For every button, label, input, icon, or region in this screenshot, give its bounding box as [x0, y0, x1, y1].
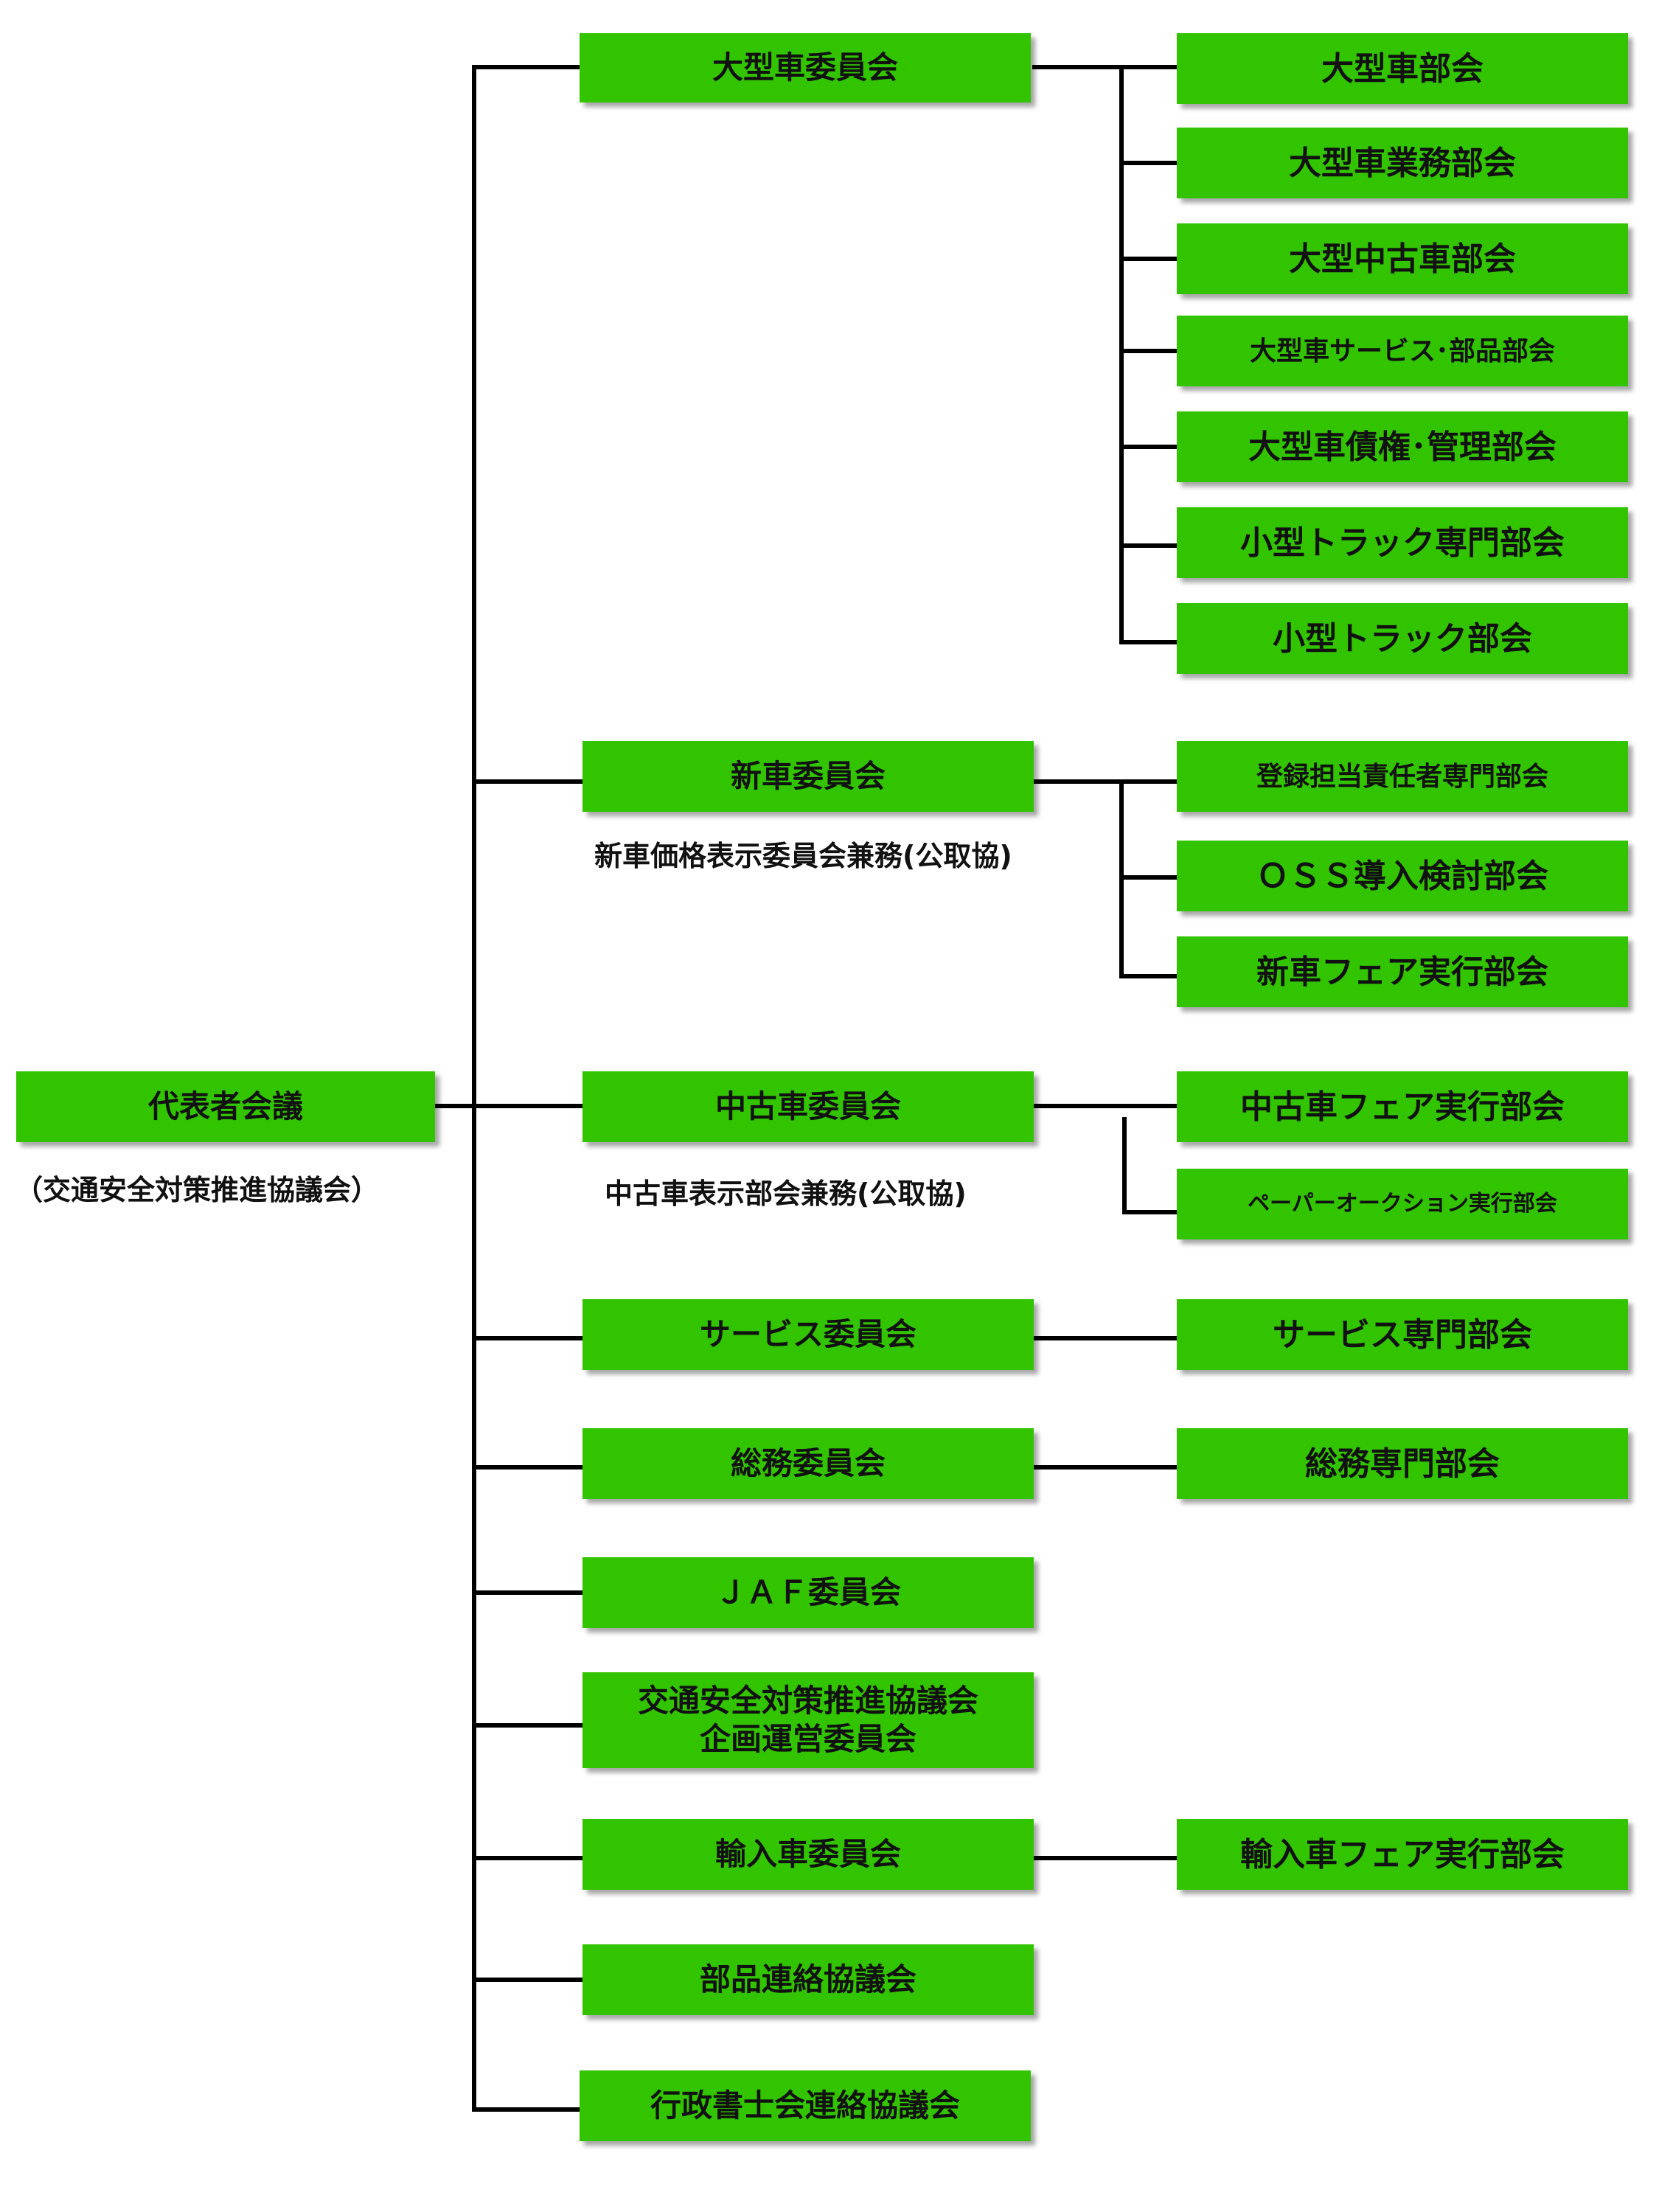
- subcommittee-label: 大型車サービス･部品部会: [1249, 335, 1555, 366]
- branch-tick: [1119, 640, 1177, 644]
- committee-connector: [472, 1104, 582, 1108]
- subcommittee-node: 小型トラック専門部会: [1177, 507, 1628, 578]
- trunk-line: [472, 65, 476, 2112]
- committee-node: サービス委員会: [582, 1299, 1034, 1370]
- subcommittee-node: 大型車サービス･部品部会: [1177, 316, 1628, 386]
- branch-tick: [1119, 875, 1177, 880]
- committee-label: 行政書士会連絡協議会: [650, 2087, 960, 2124]
- subcommittee-label: 大型中古車部会: [1289, 240, 1516, 278]
- branch-tick: [1122, 1210, 1177, 1214]
- root-node: 代表者会議: [16, 1071, 435, 1142]
- committee-label: 交通安全対策推進協議会 企画運営委員会: [637, 1682, 978, 1758]
- subcommittee-label: 大型車債権･管理部会: [1248, 428, 1557, 466]
- subcommittee-label: 登録担当責任者専門部会: [1256, 761, 1548, 792]
- subcommittee-label: 総務専門部会: [1305, 1444, 1500, 1483]
- branch-line: [1032, 1465, 1177, 1470]
- committee-node: 総務委員会: [582, 1428, 1034, 1499]
- subcommittee-node: 輸入車フェア実行部会: [1177, 1819, 1628, 1890]
- subcommittee-node: サービス専門部会: [1177, 1299, 1628, 1370]
- committee-connector: [472, 1465, 582, 1470]
- committee-note: 新車価格表示委員会兼務(公取協): [594, 840, 1012, 872]
- branch-spine: [1119, 65, 1124, 644]
- subcommittee-label: 小型トラック専門部会: [1240, 524, 1565, 562]
- committee-connector: [472, 1978, 582, 1982]
- subcommittee-node: 新車フェア実行部会: [1177, 936, 1628, 1007]
- branch-tick: [1119, 349, 1177, 353]
- branch-line: [1032, 1856, 1177, 1860]
- committee-label: ＪＡＦ委員会: [714, 1573, 901, 1610]
- subcommittee-node: 登録担当責任者専門部会: [1177, 741, 1628, 812]
- committee-node: 交通安全対策推進協議会 企画運営委員会: [582, 1672, 1034, 1768]
- committee-label: 中古車委員会: [714, 1088, 901, 1124]
- committee-label: 大型車委員会: [712, 49, 898, 86]
- subcommittee-node: ペーパーオークション実行部会: [1177, 1169, 1628, 1239]
- committee-connector: [472, 1590, 582, 1595]
- subcommittee-label: サービス専門部会: [1273, 1315, 1532, 1354]
- subcommittee-label: 大型車業務部会: [1289, 144, 1516, 182]
- branch-spine: [1122, 1117, 1127, 1214]
- branch-line: [1032, 1104, 1177, 1108]
- committee-node: 大型車委員会: [580, 33, 1031, 102]
- committee-connector: [472, 1336, 582, 1340]
- committee-label: 新車委員会: [730, 757, 886, 794]
- committee-note: 中古車表示部会兼務(公取協): [605, 1178, 967, 1210]
- branch-line: [1032, 779, 1177, 784]
- subcommittee-node: ＯＳＳ導入検討部会: [1177, 841, 1628, 911]
- subcommittee-node: 総務専門部会: [1177, 1428, 1628, 1499]
- subcommittee-label: 中古車フェア実行部会: [1240, 1088, 1565, 1126]
- committee-connector: [472, 1856, 582, 1860]
- subcommittee-label: ＯＳＳ導入検討部会: [1256, 857, 1548, 895]
- branch-tick: [1119, 543, 1177, 548]
- committee-connector: [472, 779, 582, 784]
- subcommittee-label: 大型車部会: [1321, 49, 1484, 88]
- committee-node: 行政書士会連絡協議会: [580, 2070, 1031, 2141]
- committee-label: 部品連絡協議会: [699, 1961, 917, 1997]
- committee-connector: [472, 65, 580, 69]
- committee-connector: [472, 1723, 582, 1728]
- root-connector: [435, 1104, 476, 1108]
- subcommittee-label: 輸入車フェア実行部会: [1240, 1835, 1565, 1874]
- root-note: （交通安全対策推進協議会）: [15, 1174, 380, 1206]
- subcommittee-label: 小型トラック部会: [1273, 619, 1532, 658]
- subcommittee-node: 大型車債権･管理部会: [1177, 411, 1628, 482]
- committee-node: 部品連絡協議会: [582, 1944, 1034, 2015]
- committee-label: サービス委員会: [699, 1315, 917, 1352]
- root-label: 代表者会議: [147, 1088, 303, 1124]
- committee-node: ＪＡＦ委員会: [582, 1557, 1034, 1628]
- committee-label: 輸入車委員会: [714, 1835, 901, 1872]
- committee-node: 中古車委員会: [582, 1071, 1034, 1142]
- subcommittee-node: 大型車部会: [1177, 33, 1628, 104]
- subcommittee-node: 大型中古車部会: [1177, 223, 1628, 294]
- subcommittee-node: 大型車業務部会: [1177, 128, 1628, 198]
- subcommittee-node: 小型トラック部会: [1177, 603, 1628, 674]
- subcommittee-node: 中古車フェア実行部会: [1177, 1071, 1628, 1142]
- branch-tick: [1119, 257, 1177, 261]
- committee-node: 新車委員会: [582, 741, 1034, 812]
- branch-tick: [1119, 161, 1177, 165]
- committee-node: 輸入車委員会: [582, 1819, 1034, 1890]
- branch-line: [1032, 1336, 1177, 1340]
- branch-line: [1032, 65, 1177, 69]
- subcommittee-label: 新車フェア実行部会: [1256, 953, 1548, 991]
- branch-tick: [1119, 445, 1177, 449]
- branch-tick: [1119, 974, 1177, 978]
- subcommittee-label: ペーパーオークション実行部会: [1248, 1191, 1557, 1217]
- committee-label: 総務委員会: [730, 1444, 886, 1481]
- committee-connector: [472, 2107, 580, 2112]
